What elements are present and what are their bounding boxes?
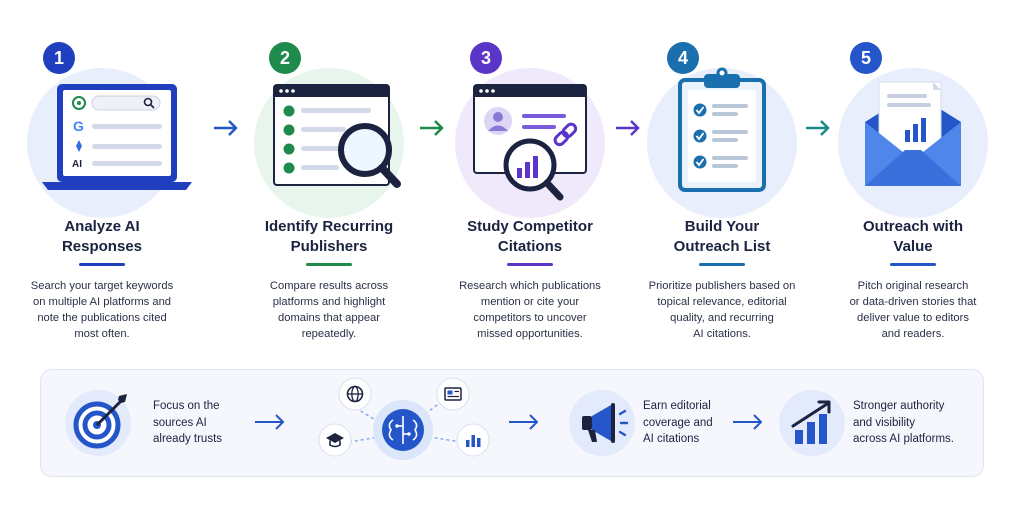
step-3-divider — [507, 263, 553, 266]
arrow-outcome-1-to-2 — [255, 414, 285, 430]
laptop-ai-search-icon: G AI — [42, 84, 192, 190]
profile-link-chart-icon — [473, 84, 587, 201]
envelope-chart-icon — [865, 81, 961, 186]
step-5-number: 5 — [850, 42, 882, 74]
arrow-step-4-to-5 — [806, 120, 830, 136]
arrow-step-1-to-2 — [214, 120, 238, 136]
growth-chart-icon — [779, 390, 845, 456]
arrow-outcome-2-to-3 — [509, 414, 539, 430]
clipboard-checklist-icon — [678, 67, 766, 192]
step-2-divider — [306, 263, 352, 266]
step-2-number: 2 — [269, 42, 301, 74]
step-1-divider — [79, 263, 125, 266]
ai-brain-network-icon — [318, 377, 490, 460]
step-4-number: 4 — [667, 42, 699, 74]
arrow-step-3-to-4 — [616, 120, 640, 136]
step-3-number: 3 — [470, 42, 502, 74]
step-4-divider — [699, 263, 745, 266]
browser-magnifier-icon — [273, 84, 401, 188]
svg-text:G: G — [73, 118, 84, 134]
step-5-divider — [890, 263, 936, 266]
target-icon — [65, 390, 131, 456]
arrow-step-2-to-3 — [420, 120, 444, 136]
arrow-outcome-3-to-4 — [733, 414, 763, 430]
step-1-number: 1 — [43, 42, 75, 74]
ai-platform-label: AI — [72, 159, 82, 170]
megaphone-icon — [569, 390, 635, 456]
